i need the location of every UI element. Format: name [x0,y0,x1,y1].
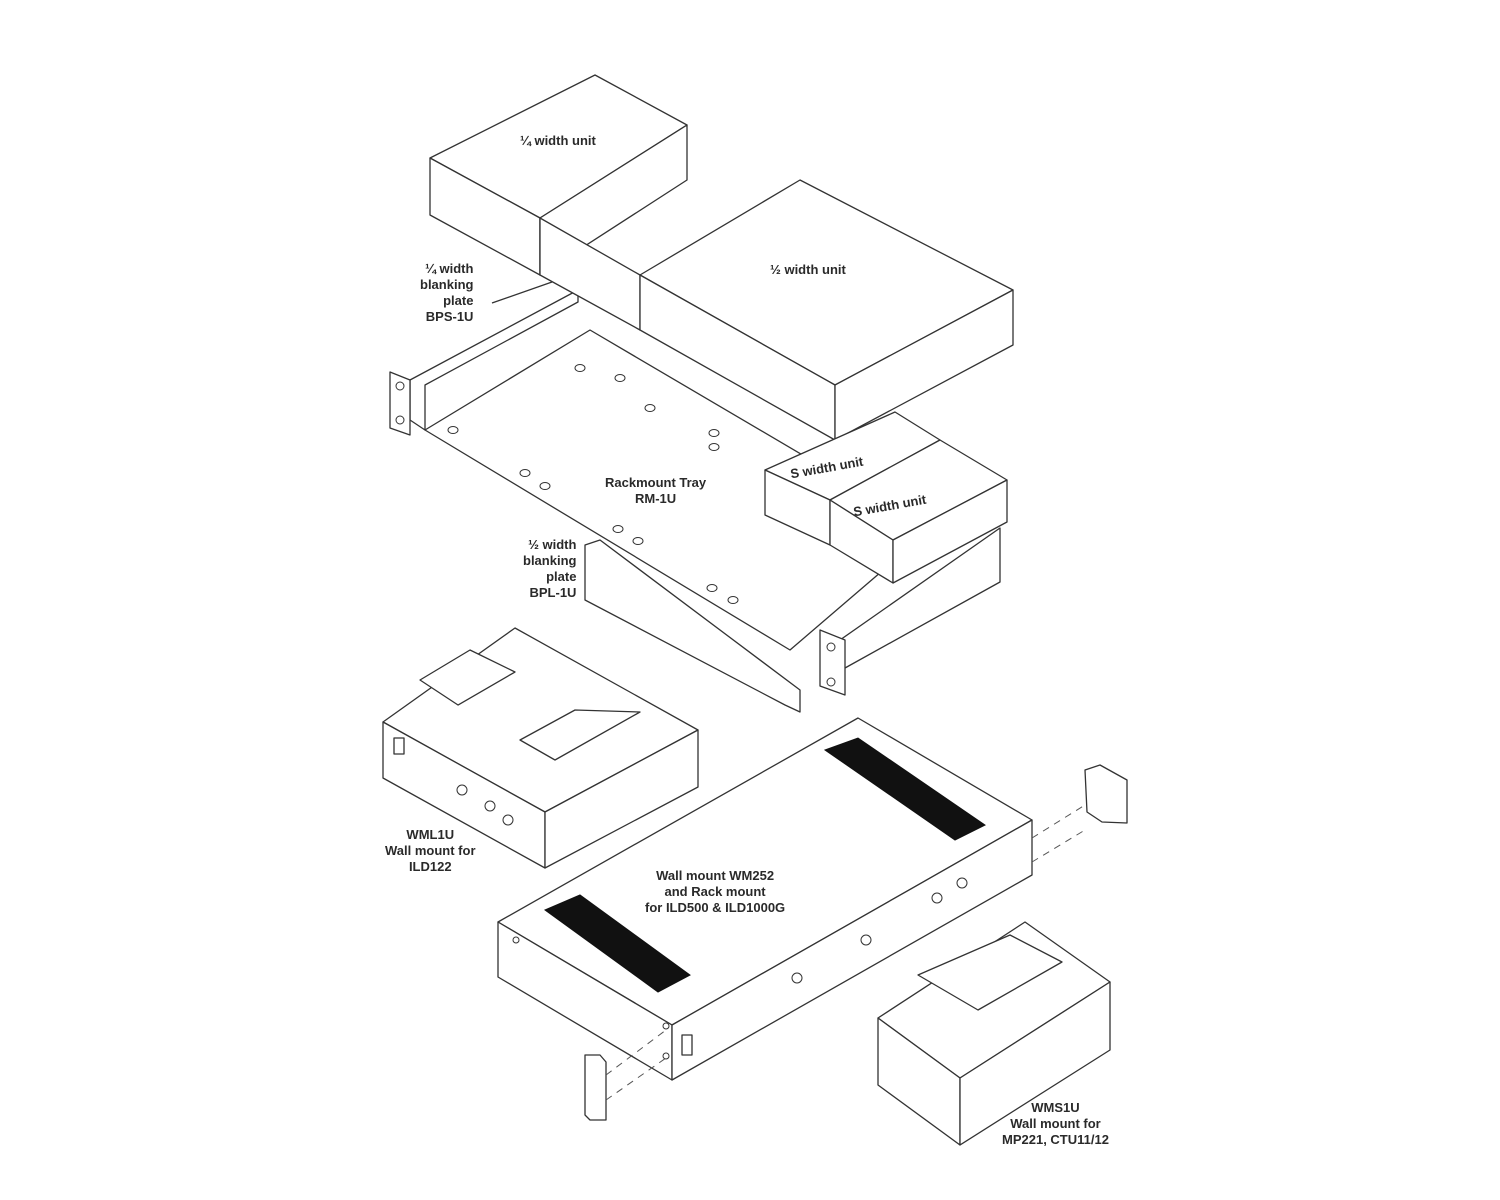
rackmount-tray [389,289,1001,696]
rack-ears [584,764,1128,1121]
label-quarter-width-unit: ¼ width unit [520,133,596,148]
wml1u-device [382,627,699,869]
quarter-width-unit [429,74,688,276]
label-half-width-unit: ½ width unit [770,262,846,277]
wms1u-device [877,921,1111,1146]
s-width-units [764,411,1008,584]
wm252-device [497,717,1033,1081]
label-bpl-1u: ½ width blanking plate BPL-1U [523,537,577,600]
label-rackmount-tray: Rackmount Tray RM-1U [605,475,707,506]
label-bps-1u: ¼ width blanking plate BPS-1U [420,261,474,324]
tray-holes [447,364,739,604]
label-wml1u: WML1U Wall mount for ILD122 [385,827,476,874]
bpl-1u-plate [584,539,801,713]
label-wms1u: WMS1U Wall mount for MP221, CTU11/12 [1002,1100,1109,1147]
label-wm252: Wall mount WM252 and Rack mount for ILD5… [645,868,786,915]
